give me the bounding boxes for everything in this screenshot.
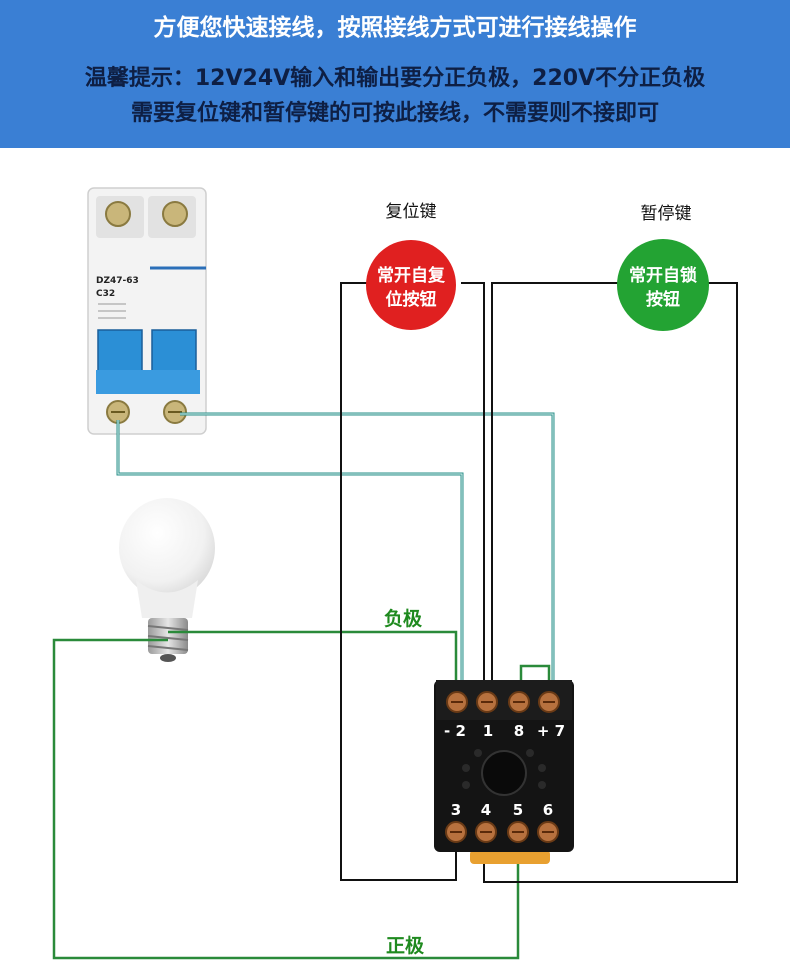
socket-center-hole xyxy=(481,750,527,796)
banner-tip-line2: 需要复位键和暂停键的可按此接线，不需要则不接即可 xyxy=(130,101,659,126)
wire-reset-right xyxy=(461,282,485,690)
banner-title: 方便您快速接线，按照接线方式可进行接线操作 xyxy=(153,15,637,41)
top-terminal-screws xyxy=(446,691,560,713)
pause-button: 暂停键 常开自锁 按钮 xyxy=(617,204,709,331)
wires xyxy=(52,282,738,960)
positive-label: 正极 xyxy=(386,934,425,957)
relay-socket-base: - 2 1 8 + 7 3 4 5 6 xyxy=(434,680,574,864)
reset-button-line2: 位按钮 xyxy=(386,289,437,310)
light-bulb-icon xyxy=(119,498,215,662)
terminal-label-top-1: - 2 xyxy=(444,722,466,740)
top-screw-left xyxy=(105,201,131,227)
terminal-label-bottom-3: 5 xyxy=(513,801,523,819)
wire-negative xyxy=(168,630,458,690)
negative-label: 负极 xyxy=(384,607,423,630)
pause-button-line1: 常开自锁 xyxy=(629,265,697,286)
bottom-terminal-screws xyxy=(445,821,559,843)
wire-breaker-to-plus7 xyxy=(180,412,555,690)
reset-button-caption: 复位键 xyxy=(386,202,437,222)
banner-tip-line1: 温馨提示：12V24V输入和输出要分正负极，220V不分正负极 xyxy=(84,66,706,91)
reset-button-circle xyxy=(366,240,456,330)
terminal-label-bottom-1: 3 xyxy=(451,801,461,819)
terminal-label-bottom-2: 4 xyxy=(481,801,491,819)
wire-positive xyxy=(52,638,520,960)
terminal-label-bottom-4: 6 xyxy=(543,801,553,819)
header-banner: 方便您快速接线，按照接线方式可进行接线操作 温馨提示：12V24V输入和输出要分… xyxy=(0,0,790,148)
terminal-label-top-2: 1 xyxy=(483,722,493,740)
pause-button-line2: 按钮 xyxy=(646,289,680,310)
pause-button-caption: 暂停键 xyxy=(641,204,692,224)
wire-jumper-8-7 xyxy=(519,664,551,690)
wire-reset-left xyxy=(340,282,457,881)
pause-button-circle xyxy=(617,239,709,331)
circuit-breaker: DZ47-63 C32 xyxy=(87,187,207,435)
reset-button: 复位键 常开自复 位按钮 xyxy=(366,202,456,330)
terminal-label-top-4: + 7 xyxy=(537,722,565,740)
wire-pause-left xyxy=(491,282,620,690)
terminal-label-top-3: 8 xyxy=(514,722,524,740)
breaker-model: DZ47-63 xyxy=(96,276,139,286)
top-screw-right xyxy=(162,201,188,227)
breaker-rating: C32 xyxy=(96,289,115,299)
wire-pause-right xyxy=(483,282,738,883)
reset-button-line1: 常开自复 xyxy=(377,265,446,286)
